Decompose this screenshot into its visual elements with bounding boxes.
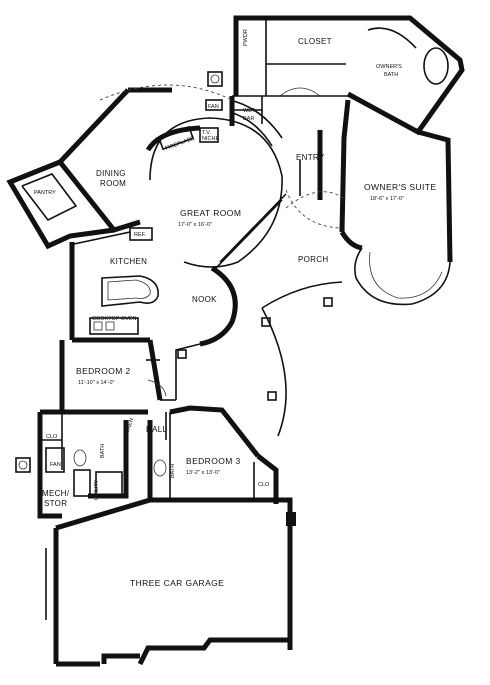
room-labels: PWDR CLOSET OWNER'S BATH WET BAR FAN T.V… — [34, 29, 436, 588]
pantry-label: PANTRY — [34, 190, 56, 196]
mech-label-1: MECH/ — [42, 489, 70, 498]
bedroom3-closet-label: CLO — [258, 482, 270, 488]
linen-label: LINEN — [124, 417, 135, 434]
great-room-dims: 17'-0" x 16'-0" — [178, 222, 212, 228]
dining-label-2: ROOM — [100, 179, 126, 188]
wet-bar-label-1: WET — [243, 108, 256, 114]
closet-label: CLOSET — [298, 37, 332, 46]
owners-suite-label: OWNER'S SUITE — [364, 182, 436, 192]
cooktop-oven-label: COOKTOP OVEN — [92, 316, 136, 322]
wet-bar-label-2: BAR — [243, 116, 254, 122]
hall-label: HALL — [146, 425, 167, 434]
fan2-label: FAN — [50, 462, 61, 468]
mech-label-2: STOR — [44, 499, 67, 508]
ref-label: REF. — [134, 232, 146, 238]
nook-label: NOOK — [192, 295, 217, 304]
garage-label: THREE CAR GARAGE — [130, 578, 224, 588]
fan-label: FAN — [208, 104, 219, 110]
fireplace-label: FIREPLACE — [165, 136, 196, 152]
owners-suite-dims: 18'-6" x 17'-0" — [370, 196, 404, 202]
bedroom3-dims: 13'-2" x 13'-0" — [186, 470, 220, 476]
dining-label-1: DINING — [96, 169, 126, 178]
interior-walls — [15, 18, 449, 500]
owners-bath-label-1: OWNER'S — [376, 64, 402, 70]
tv-niche-label-2: NICHE — [202, 136, 219, 142]
utility-label: UTILITY — [94, 479, 100, 500]
west-closet-label: CLO — [46, 434, 58, 440]
bedroom3-label: BEDROOM 3 — [186, 456, 241, 466]
powder-label: PWDR — [243, 29, 249, 46]
owners-bath-label-2: BATH — [384, 72, 398, 78]
bath-label-bed3: BATH — [170, 464, 176, 478]
great-room-label: GREAT ROOM — [180, 208, 241, 218]
kitchen-label: KITCHEN — [110, 257, 147, 266]
exterior-walls — [6, 15, 465, 667]
bedroom2-label: BEDROOM 2 — [76, 366, 131, 376]
bedroom2-dims: 11'-10" x 14'-0" — [78, 380, 115, 386]
tv-niche-label-1: T.V. — [202, 130, 211, 136]
porch-label: PORCH — [298, 255, 328, 264]
entry-label: ENTRY — [296, 153, 325, 162]
bath-label-west: BATH — [100, 444, 106, 458]
